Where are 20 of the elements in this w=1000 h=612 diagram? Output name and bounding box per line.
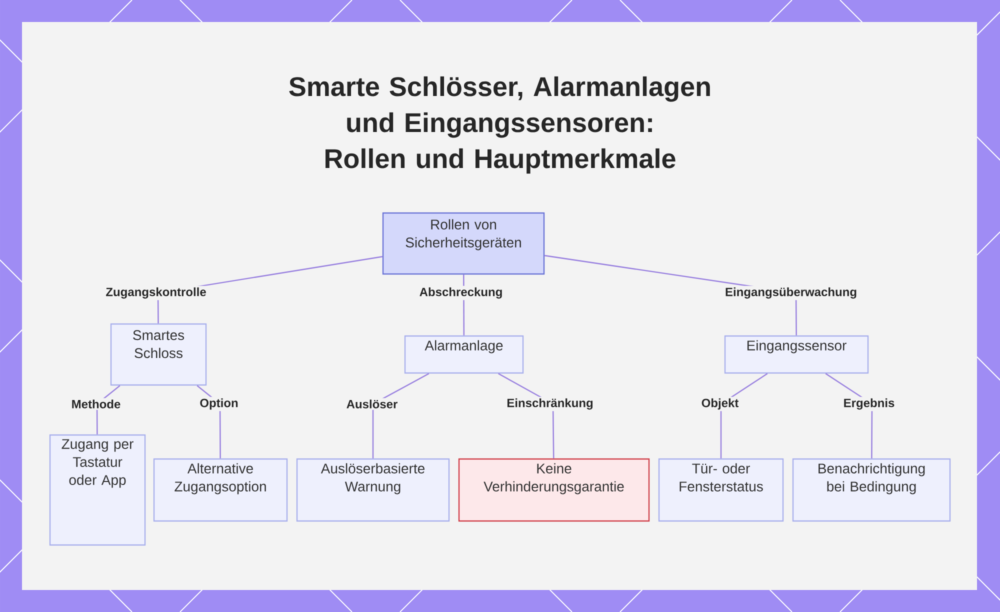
process-box: Tür- oder Fensterstatus [658,458,784,522]
edge-label: Option [198,396,240,412]
process-box: Eingangssensor [724,335,869,374]
title: Smarte Schlösser, Alarmanlagen und Eingangssensoren: Rollen und Hauptmerkmale [289,76,710,174]
process-box: Zugang per Tastatur oder App [49,434,146,546]
warning-box: Keine Verhinderungsgarantie [458,458,650,522]
edge-label: Zugangskontrolle [104,286,208,300]
edge-label: Abschreckung [418,286,504,300]
edge-label: Methode [70,398,122,410]
edge-label: Objekt [700,396,740,412]
edge-label: Auslöser [344,398,400,410]
edge-label: Einschränkung [505,396,595,412]
process-box: Alarmanlage [404,335,524,374]
process-box: Smartes Schloss [110,323,207,386]
process-box: Benachrichtigung bei Bedingung [792,458,951,522]
root-box: Rollen von Sicherheitsgeräten [382,212,545,275]
edge-label: Eingangsüberwachung [724,286,858,300]
process-box: Auslöserbasierte Warnung [296,458,450,522]
process-box: Alternative Zugangsoption [153,458,288,522]
edge-label: Ergebnis [842,396,896,412]
